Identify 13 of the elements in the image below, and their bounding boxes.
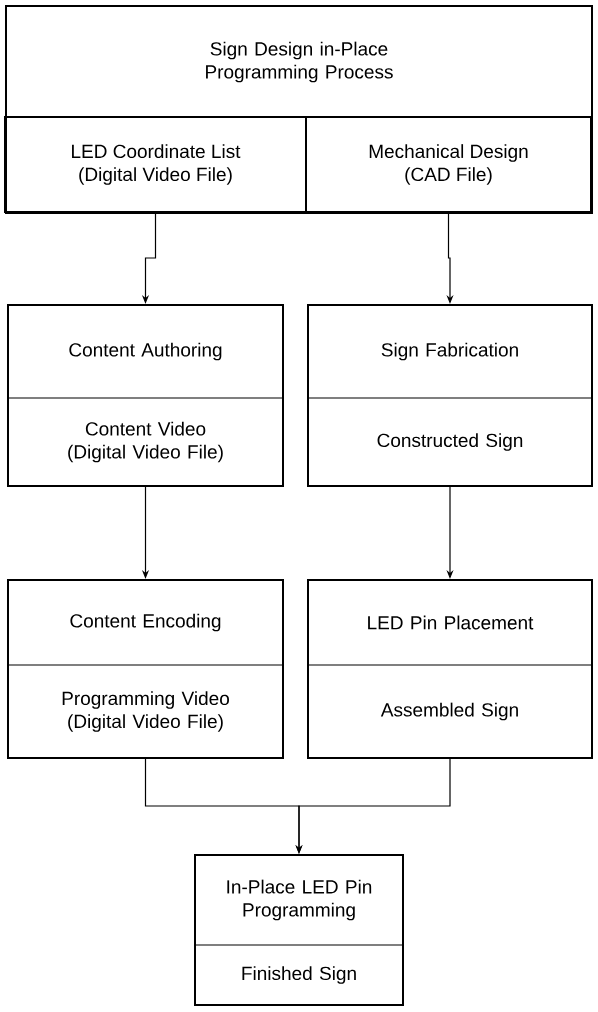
step-label: Sign Fabrication [381, 342, 518, 361]
output-label: Assembled Sign [380, 702, 518, 721]
output-label: Programming Video (Digital Video File) [62, 691, 229, 732]
output-label: Content Video (Digital Video File) [68, 421, 223, 463]
output-label: Constructed Sign [377, 433, 523, 451]
step-label: In-Place LED Pin Programming [227, 879, 372, 921]
output-label: Finished Sign [242, 966, 356, 984]
step-label: Sign Design in-Place Programming Process [206, 41, 393, 83]
step-label: Content Encoding [70, 613, 221, 632]
step-label: LED Pin Placement [368, 615, 534, 630]
table-cell: LED Coordinate List (Digital Video File) [4, 116, 307, 213]
step-label: Content Authoring [69, 342, 222, 361]
table-cell: Mechanical Design (CAD File) [305, 116, 592, 213]
